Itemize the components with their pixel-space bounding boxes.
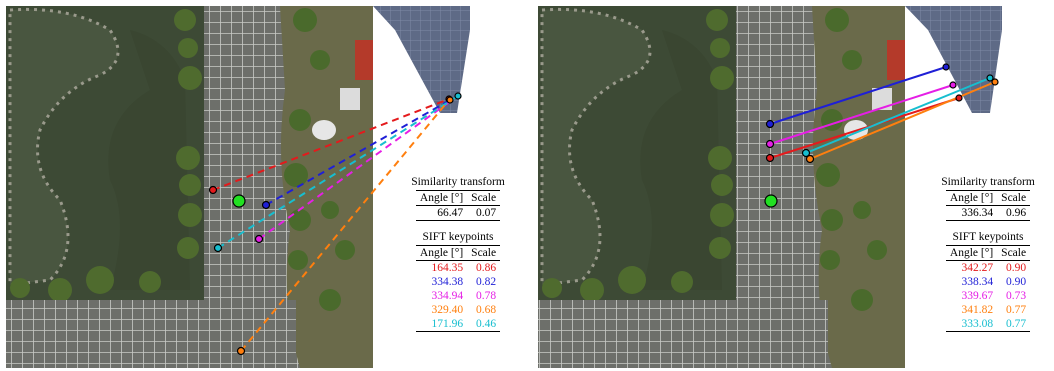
right-tables: Similarity transform Angle [°] Scale 336… [922, 174, 1054, 332]
scale-value: 0.82 [475, 276, 497, 288]
table-row: 341.82 0.77 [946, 303, 1030, 317]
match-line-red [769, 97, 960, 159]
match-line-orange [240, 99, 450, 352]
right-match-lines [769, 66, 996, 160]
left-aerial-image [6, 6, 373, 368]
angle-value: 341.82 [961, 304, 994, 316]
right-aerial-image [538, 6, 905, 368]
angle-header: Angle [°] [945, 190, 998, 206]
table-row: 338.34 0.90 [946, 275, 1030, 289]
angle-value: 342.27 [961, 262, 994, 274]
match-line-cyan [805, 77, 991, 154]
angle-value: 334.94 [431, 290, 464, 302]
match-line-orange [809, 81, 996, 160]
sift-keypoints-table: Angle [°] Scale 342.27 0.90 338.34 0.90 33… [945, 245, 1031, 332]
angle-header: Angle [°] [415, 190, 468, 206]
scale-header: Scale [467, 190, 501, 206]
scale-header: Scale [997, 245, 1031, 261]
angle-value: 171.96 [415, 317, 468, 332]
keypoint-magenta [765, 139, 775, 149]
keypoint-red [765, 153, 775, 163]
scale-value: 0.86 [475, 262, 497, 274]
scale-value: 0.46 [467, 317, 501, 332]
keypoint-blue-target [942, 63, 950, 71]
left-match-lines [212, 95, 459, 352]
table-row: 329.40 0.68 [416, 303, 500, 317]
scale-value: 0.77 [997, 317, 1031, 332]
keypoint-red [208, 185, 218, 195]
keypoint-orange-target [991, 78, 999, 86]
keypoint-orange [805, 154, 815, 164]
table-row: 164.35 0.86 [416, 261, 500, 276]
angle-value: 339.67 [961, 290, 994, 302]
angle-value: 333.08 [945, 317, 998, 332]
angle-header: Angle [°] [415, 245, 468, 261]
angle-value: 329.40 [431, 304, 464, 316]
scale-header: Scale [997, 190, 1031, 206]
center-point [232, 194, 246, 208]
keypoint-magenta [254, 234, 264, 244]
sift-keypoints-caption: SIFT keypoints [422, 231, 494, 243]
similarity-transform-table: Angle [°] Scale 66.47 0.07 [415, 190, 501, 221]
table-row: 339.67 0.73 [946, 289, 1030, 303]
keypoint-magenta-target [949, 81, 957, 89]
similarity-transform-table: Angle [°] Scale 336.34 0.96 [945, 190, 1031, 221]
keypoint-cyan-target [454, 92, 462, 100]
right-keypoints [764, 63, 999, 208]
angle-value: 334.38 [431, 276, 464, 288]
table-row: 342.27 0.90 [946, 261, 1030, 276]
keypoint-orange-target [446, 96, 454, 104]
scale-value: 0.07 [467, 205, 501, 221]
sift-keypoints-caption: SIFT keypoints [952, 231, 1024, 243]
right-building-patch [905, 6, 1002, 113]
similarity-transform-caption: Similarity transform [941, 176, 1035, 188]
keypoint-blue [261, 200, 271, 210]
keypoint-cyan-target [986, 74, 994, 82]
scale-value: 0.90 [1005, 262, 1027, 274]
match-line-red [212, 98, 450, 191]
left-building-patch [373, 6, 470, 113]
scale-header: Scale [467, 245, 501, 261]
keypoint-red-target [955, 94, 963, 102]
angle-value: 338.34 [961, 276, 994, 288]
scale-value: 0.78 [475, 290, 497, 302]
angle-value: 164.35 [431, 262, 464, 274]
scale-value: 0.90 [1005, 276, 1027, 288]
angle-value: 66.47 [415, 205, 468, 221]
scale-value: 0.68 [475, 304, 497, 316]
table-row: 334.94 0.78 [416, 289, 500, 303]
scale-value: 0.77 [1005, 304, 1027, 316]
match-line-magenta [769, 84, 954, 145]
sift-keypoints-table: Angle [°] Scale 164.35 0.86 334.38 0.82 33… [415, 245, 501, 332]
scale-value: 0.73 [1005, 290, 1027, 302]
keypoint-cyan [801, 148, 811, 158]
left-keypoints [208, 92, 462, 356]
angle-value: 336.34 [945, 205, 998, 221]
center-point [764, 194, 778, 208]
scale-value: 0.96 [997, 205, 1031, 221]
table-row: 334.38 0.82 [416, 275, 500, 289]
keypoint-blue [765, 119, 775, 129]
match-line-blue [769, 66, 947, 125]
similarity-transform-caption: Similarity transform [411, 176, 505, 188]
angle-header: Angle [°] [945, 245, 998, 261]
keypoint-cyan [213, 243, 223, 253]
match-line-magenta [258, 99, 453, 240]
keypoint-orange [236, 346, 246, 356]
left-tables: Similarity transform Angle [°] Scale 66.… [388, 174, 528, 332]
